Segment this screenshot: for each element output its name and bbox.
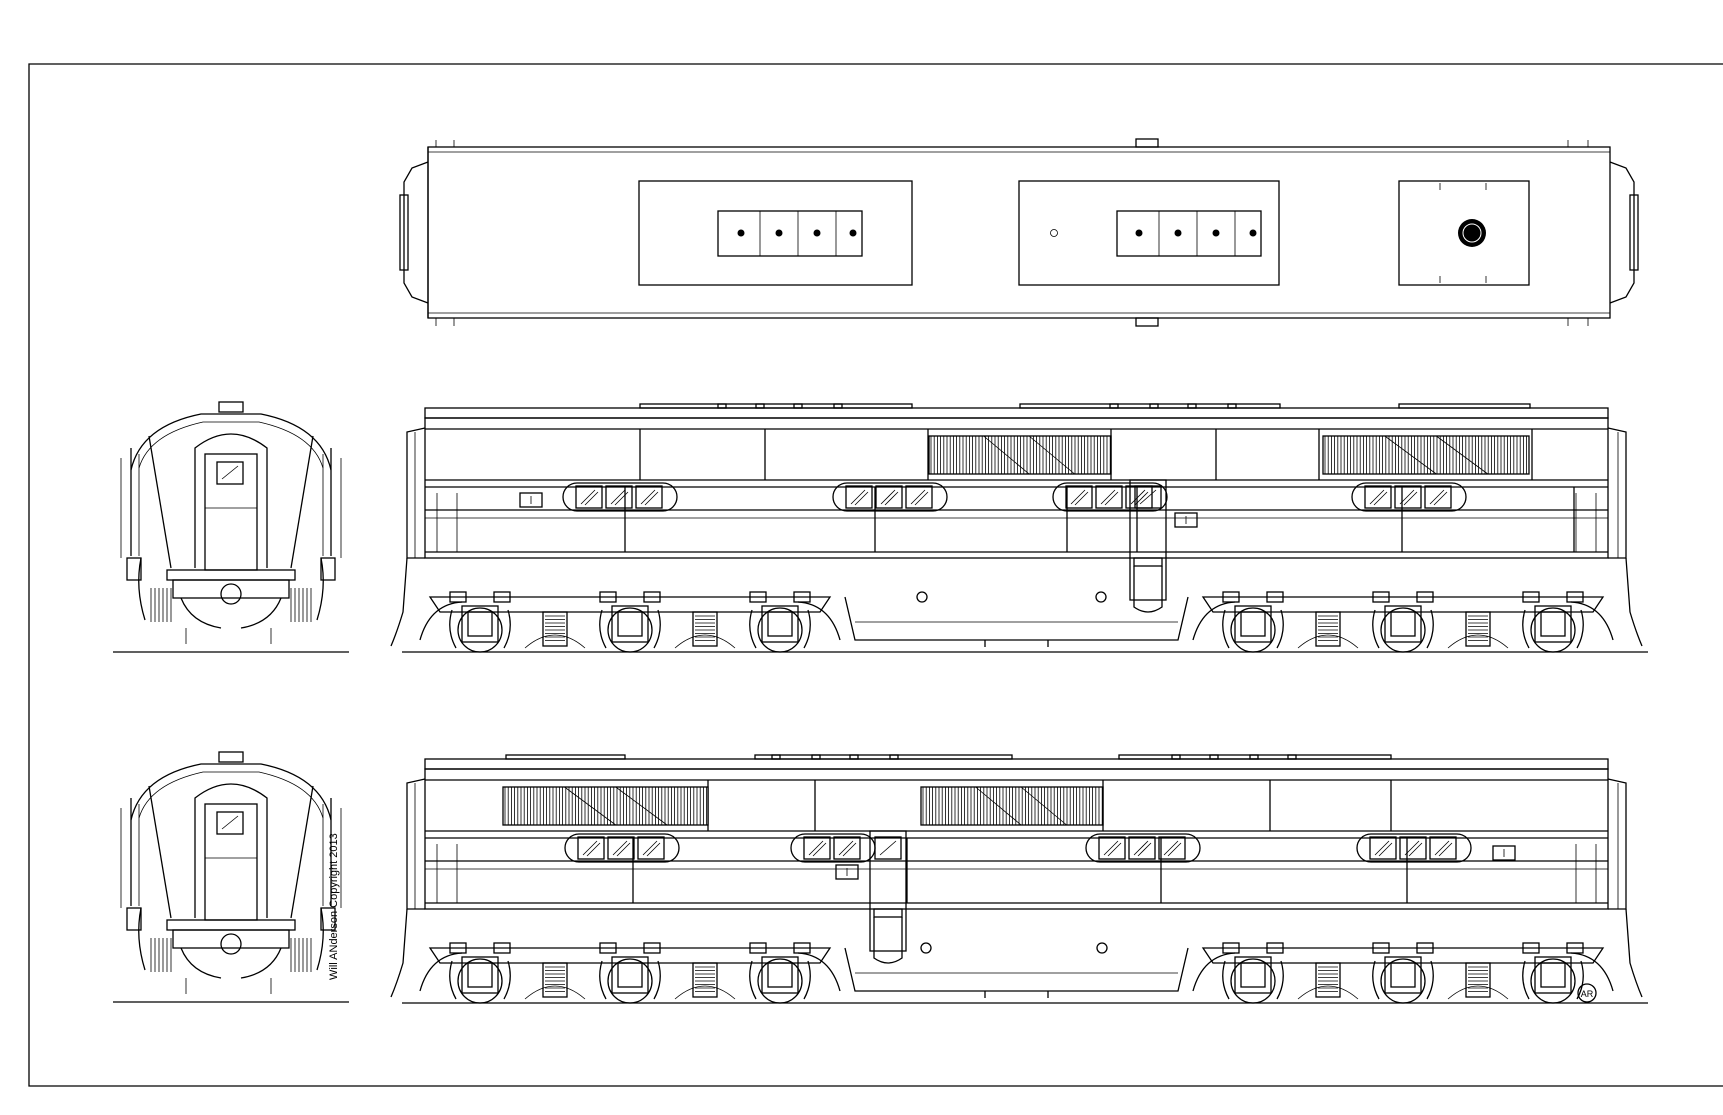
monogram-logo: AR bbox=[1577, 983, 1597, 1003]
side-door bbox=[1129, 479, 1167, 613]
side-elevation-view-2 bbox=[390, 754, 1648, 1004]
porthole-window-group bbox=[564, 833, 680, 863]
porthole-window-group bbox=[832, 482, 948, 512]
truck-b bbox=[1192, 942, 1614, 1004]
end-elevation-view-1 bbox=[113, 401, 349, 653]
sheet-border bbox=[28, 63, 1723, 1087]
end-elevation-view-2 bbox=[113, 751, 349, 1003]
porthole-window-group bbox=[1356, 833, 1472, 863]
porthole-window-group bbox=[562, 482, 678, 512]
radiator-grille bbox=[928, 435, 1112, 475]
porthole-window-group bbox=[1351, 482, 1467, 512]
porthole-window-group bbox=[1052, 482, 1168, 512]
side-elevation-view-1 bbox=[390, 403, 1648, 653]
copyright-text: Will ANderson Copyright 2013 bbox=[328, 833, 340, 980]
monogram-text: AR bbox=[1581, 989, 1594, 999]
radiator-grille bbox=[920, 786, 1104, 826]
roof-plan-view bbox=[399, 138, 1639, 327]
radiator-grille bbox=[502, 786, 709, 826]
porthole-window-group bbox=[1085, 833, 1201, 863]
truck-b bbox=[1192, 591, 1614, 653]
side-door bbox=[869, 830, 907, 964]
radiator-grille bbox=[1322, 435, 1530, 475]
